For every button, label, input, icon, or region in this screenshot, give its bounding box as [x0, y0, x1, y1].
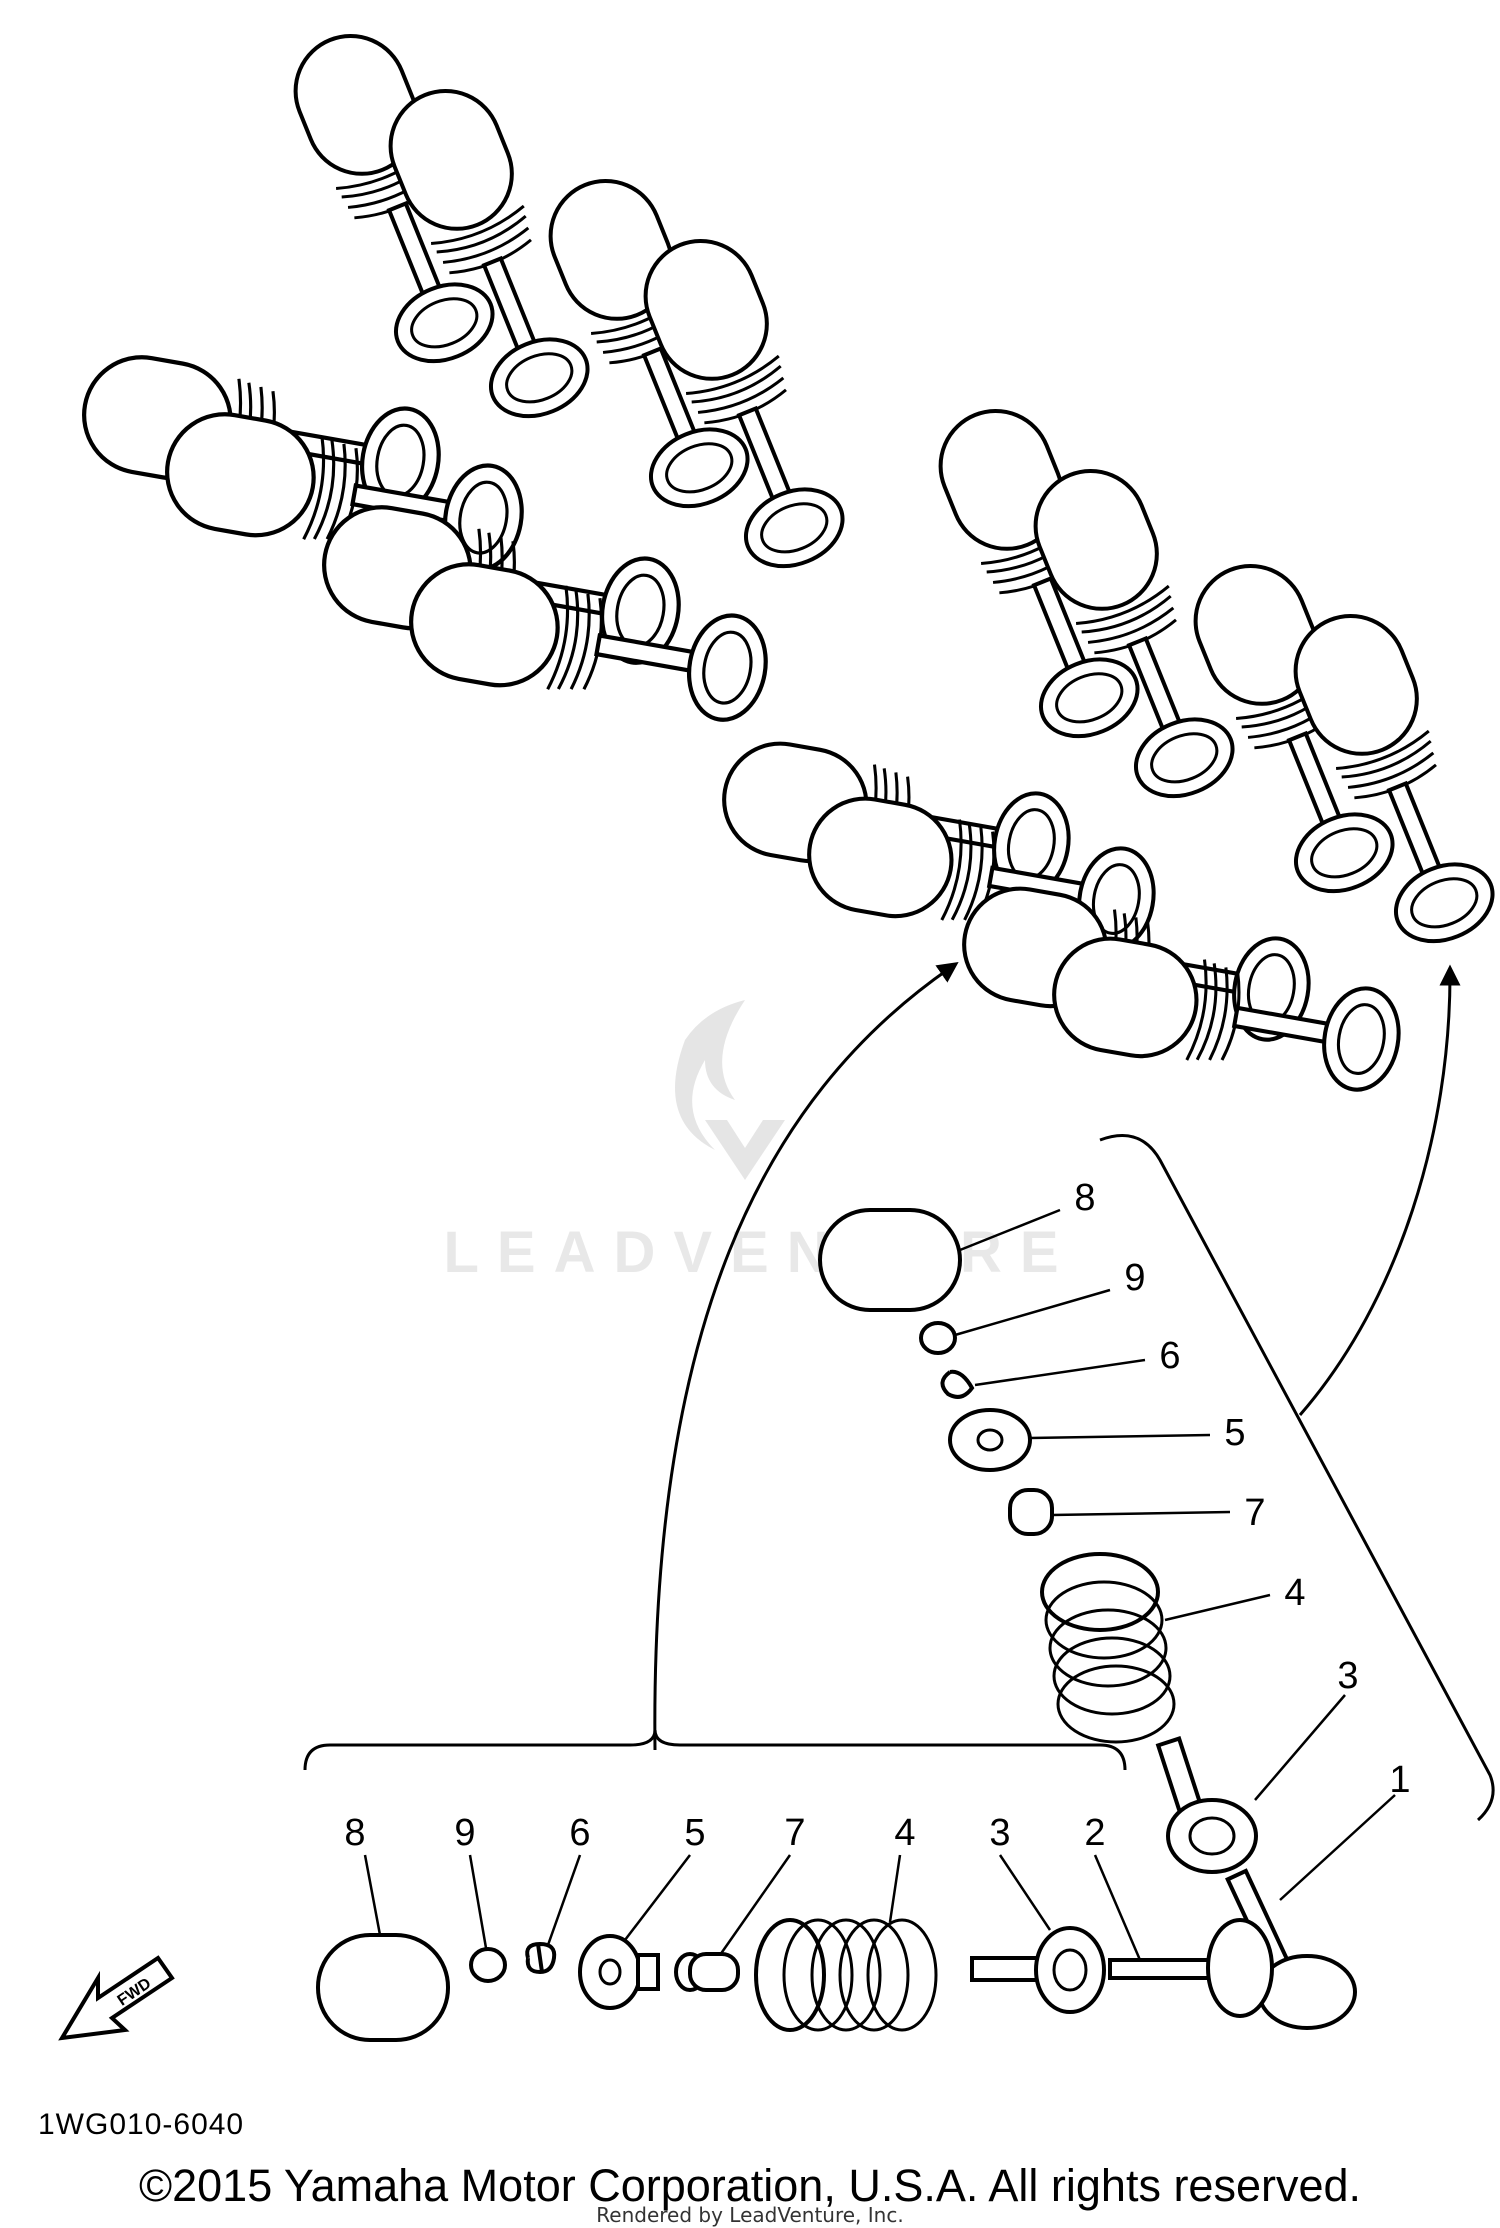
callout-exploded-1: 1: [1389, 1759, 1410, 1801]
callout-row-6: 6: [569, 1812, 590, 1854]
callout-exploded-4: 4: [1284, 1572, 1305, 1614]
callout-row-8: 8: [344, 1812, 365, 1854]
callout-exploded-8: 8: [1074, 1177, 1095, 1219]
rendered-by-credit: Rendered by LeadVenture, Inc.: [596, 2203, 904, 2227]
copyright-notice: ©2015 Yamaha Motor Corporation, U.S.A. A…: [138, 2160, 1362, 2211]
valve-lifter-8: [818, 1208, 962, 1312]
bottom-parts-row: [316, 1918, 1274, 2042]
valve-1: [1225, 1868, 1357, 2030]
flame-icon: [675, 1000, 745, 1150]
valve-group-middle-horizontal: [715, 735, 1407, 1101]
exploded-callouts: 8 9 6 5 7 4 3 1: [954, 1177, 1411, 1901]
valve-pad-9: [919, 1321, 957, 1355]
spring-retainer-5: [948, 1408, 1032, 1472]
row-valve-pad-9: [469, 1947, 507, 1983]
callout-row-9: 9: [454, 1812, 475, 1854]
callout-row-3: 3: [989, 1812, 1010, 1854]
stem-seal-7: [1008, 1488, 1054, 1536]
v-logo-icon: [705, 1120, 785, 1180]
row-valve-spring-4: [754, 1918, 938, 2032]
exploded-stack-bracket: [1099, 1134, 1495, 1822]
callout-exploded-9: 9: [1124, 1257, 1145, 1299]
bottom-parts-bracket: [303, 1729, 1127, 1771]
callout-row-5: 5: [684, 1812, 705, 1854]
callout-exploded-3: 3: [1337, 1655, 1358, 1697]
valve-cotter-6: [940, 1369, 975, 1399]
spring-seat-3: [1155, 1736, 1258, 1874]
row-callouts: 8 9 6 5 7 4 3 2: [344, 1812, 1142, 1961]
row-valve-lifter-8: [316, 1933, 450, 2042]
callout-exploded-6: 6: [1159, 1335, 1180, 1377]
diagram-code: 1WG010-6040: [38, 2108, 245, 2141]
row-stem-seal-7: [674, 1952, 740, 1992]
arrow-to-right-group: [1298, 964, 1461, 1416]
callout-row-2: 2: [1084, 1812, 1105, 1854]
exploded-valve-stack: [818, 1208, 1357, 2030]
fwd-arrow-icon: FWD: [58, 1955, 175, 2041]
valve-spring-4: [1040, 1552, 1176, 1744]
callout-row-4: 4: [894, 1812, 915, 1854]
arrow-to-middle-group: [653, 962, 959, 1751]
row-spring-seat-3: [970, 1926, 1106, 2014]
row-spring-retainer-5: [578, 1934, 660, 2010]
callout-row-7: 7: [784, 1812, 805, 1854]
callout-exploded-7: 7: [1244, 1492, 1265, 1534]
row-valve-2: [1108, 1918, 1274, 2018]
watermark-text: LEADVENTURE: [443, 1220, 1076, 1285]
callout-exploded-5: 5: [1224, 1412, 1245, 1454]
row-valve-cotter-6: [525, 1941, 557, 1975]
